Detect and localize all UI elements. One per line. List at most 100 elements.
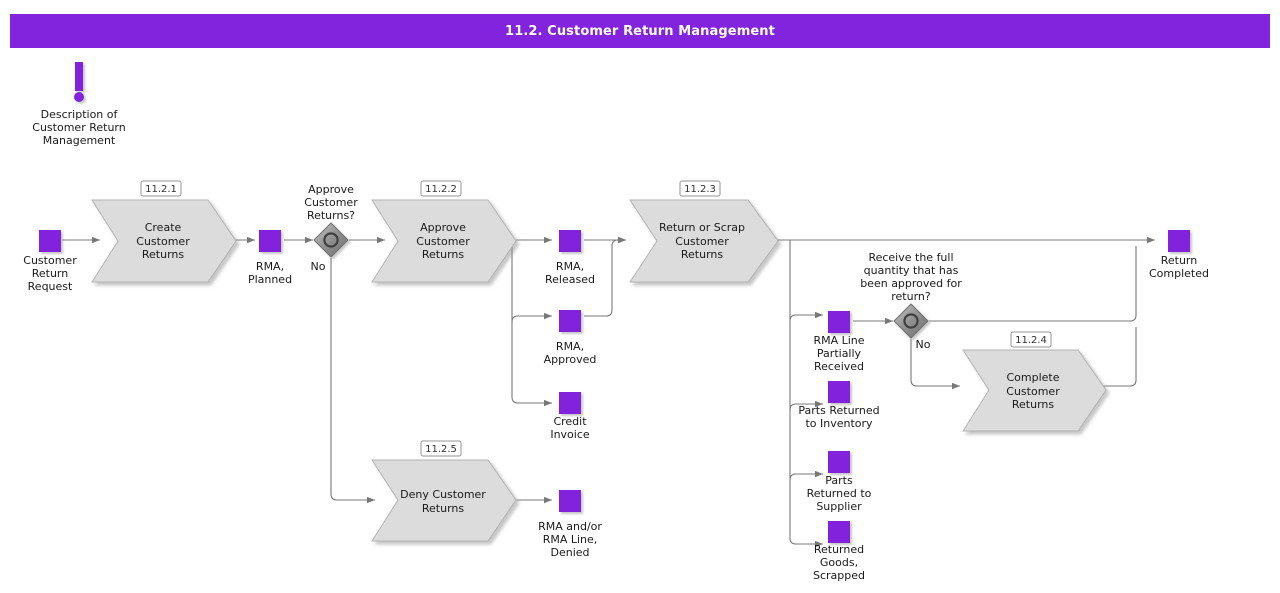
connector-complete-to-rail xyxy=(1102,327,1137,387)
data-object-icon xyxy=(559,490,581,512)
data-object-label-line-2: Supplier xyxy=(816,500,862,513)
data-object-label-line-1: Returned to xyxy=(807,487,872,500)
annotation-line-0: Description of xyxy=(41,108,119,121)
gateway-no-label: No xyxy=(311,260,326,273)
task-badge-label: 11.2.3 xyxy=(684,184,716,195)
gateway-approve-customer-returns[interactable]: Approve Customer Returns? No xyxy=(304,183,358,273)
task-label-line-1: Customer xyxy=(136,235,190,248)
task-complete-customer-returns[interactable]: 11.2.4 Complete Customer Returns xyxy=(962,331,1107,432)
data-object-label-line-1: Completed xyxy=(1149,267,1209,280)
connector-gateway2-yes-to-rail xyxy=(929,246,1137,322)
data-object-icon xyxy=(828,451,850,473)
page-title-bar: 11.2. Customer Return Management xyxy=(10,14,1270,48)
connector-approve-to-rma-approved xyxy=(511,312,552,323)
task-label-line-2: Returns xyxy=(1012,398,1055,411)
connector-layer xyxy=(62,236,1155,548)
data-object-icon xyxy=(1168,230,1190,252)
task-badge-box xyxy=(140,180,182,197)
gateway-question-line-0: Approve xyxy=(308,183,354,196)
data-object-icon xyxy=(39,230,61,252)
data-object-label-line-0: Credit xyxy=(553,415,587,428)
data-object-label-line-0: Return xyxy=(1161,254,1198,267)
data-object-label-line-1: Invoice xyxy=(550,428,590,441)
task-approve-customer-returns[interactable]: 11.2.2 Approve Customer Returns xyxy=(371,180,517,283)
task-shape xyxy=(962,349,1107,432)
data-object-label-line-2: Received xyxy=(814,360,864,373)
data-object-label-line-0: Customer xyxy=(23,254,77,267)
connector-trunk-to-parts-returned-supplier xyxy=(789,470,823,481)
task-label-line-1: Customer xyxy=(675,235,729,248)
gateway-no-label: No xyxy=(916,338,931,351)
task-create-customer-returns[interactable]: 11.2.1 Create Customer Returns xyxy=(91,180,237,283)
task-return-or-scrap-customer-returns[interactable]: 11.2.3 Return or Scrap Customer Returns xyxy=(629,180,779,283)
task-shape xyxy=(91,199,237,283)
task-badge-label: 11.2.4 xyxy=(1015,335,1047,346)
connector-trunk-to-returned-goods-scrapped xyxy=(789,240,823,548)
task-badge-box xyxy=(420,180,462,197)
task-label-line-2: Returns xyxy=(681,248,724,261)
data-object-return-completed[interactable]: Return Completed xyxy=(1149,230,1209,280)
data-object-rma-released[interactable]: RMA, Released xyxy=(545,230,595,286)
data-object-icon xyxy=(559,230,581,252)
task-label-line-1: Customer xyxy=(1006,385,1060,398)
data-object-label-line-2: Denied xyxy=(550,546,589,559)
exclamation-icon xyxy=(75,62,83,91)
data-object-label-line-0: RMA, xyxy=(256,260,284,273)
task-label-line-0: Deny Customer xyxy=(400,488,486,501)
gateway-question-line-1: Customer xyxy=(304,196,358,209)
data-object-icon xyxy=(559,392,581,414)
task-shape xyxy=(371,459,517,542)
data-object-icon xyxy=(828,521,850,543)
data-object-label-line-1: RMA Line, xyxy=(543,533,598,546)
task-badge-box xyxy=(679,180,721,197)
data-object-icon xyxy=(828,311,850,333)
data-object-customer-return-request[interactable]: Customer Return Request xyxy=(23,230,77,293)
gateway-diamond xyxy=(313,222,349,258)
task-deny-customer-returns[interactable]: 11.2.5 Deny Customer Returns xyxy=(371,440,517,542)
annotation-line-2: Management xyxy=(43,134,116,147)
task-badge-box xyxy=(420,440,462,457)
data-object-parts-returned-to-supplier[interactable]: Parts Returned to Supplier xyxy=(807,451,872,513)
gateway-circle-icon xyxy=(323,232,339,248)
task-shape xyxy=(371,199,517,283)
task-label-line-2: Returns xyxy=(142,248,185,261)
task-label-line-2: Returns xyxy=(422,248,465,261)
data-object-label-line-0: RMA, xyxy=(556,340,584,353)
data-object-label-line-1: Partially xyxy=(817,347,862,360)
data-object-label-line-1: to Inventory xyxy=(805,417,873,430)
data-object-rma-planned[interactable]: RMA, Planned xyxy=(248,230,292,286)
task-badge-label: 11.2.1 xyxy=(145,184,177,195)
data-object-rma-denied[interactable]: RMA and/or RMA Line, Denied xyxy=(538,490,602,559)
gateway-question-line-3: return? xyxy=(891,290,931,303)
data-object-returned-goods-scrapped[interactable]: Returned Goods, Scrapped xyxy=(813,521,865,582)
data-object-rma-approved[interactable]: RMA, Approved xyxy=(544,310,597,366)
task-label-line-1: Customer xyxy=(416,235,470,248)
data-object-label-line-0: Returned xyxy=(814,543,864,556)
page-title: 11.2. Customer Return Management xyxy=(505,23,775,39)
data-object-credit-invoice[interactable]: Credit Invoice xyxy=(550,392,590,441)
gateway-question-line-2: Returns? xyxy=(307,209,355,222)
data-object-label-line-1: Approved xyxy=(544,353,597,366)
data-object-label-line-0: RMA and/or xyxy=(538,520,602,533)
data-object-label-line-1: Released xyxy=(545,273,595,286)
task-shape xyxy=(629,199,779,283)
connector-trunk-to-parts-returned-inventory xyxy=(789,400,823,411)
gateway-question-line-0: Receive the full xyxy=(868,251,953,264)
task-label-line-0: Approve xyxy=(420,221,466,234)
data-object-label-line-0: RMA, xyxy=(556,260,584,273)
task-label-line-0: Create xyxy=(145,221,182,234)
task-badge-label: 11.2.5 xyxy=(425,444,457,455)
data-object-label-line-0: RMA Line xyxy=(813,334,864,347)
data-object-label-line-1: Return xyxy=(32,267,69,280)
annotation-line-1: Customer Return xyxy=(32,121,125,134)
gateway-receive-full-quantity[interactable]: Receive the full quantity that has been … xyxy=(860,251,962,351)
task-badge-label: 11.2.2 xyxy=(425,184,457,195)
data-object-label-line-1: Planned xyxy=(248,273,292,286)
data-object-icon xyxy=(559,310,581,332)
data-object-label-line-0: Parts Returned xyxy=(798,404,879,417)
data-object-icon xyxy=(259,230,281,252)
data-object-parts-returned-to-inventory[interactable]: Parts Returned to Inventory xyxy=(798,381,880,430)
data-object-rma-line-partially-received[interactable]: RMA Line Partially Received xyxy=(813,311,865,373)
